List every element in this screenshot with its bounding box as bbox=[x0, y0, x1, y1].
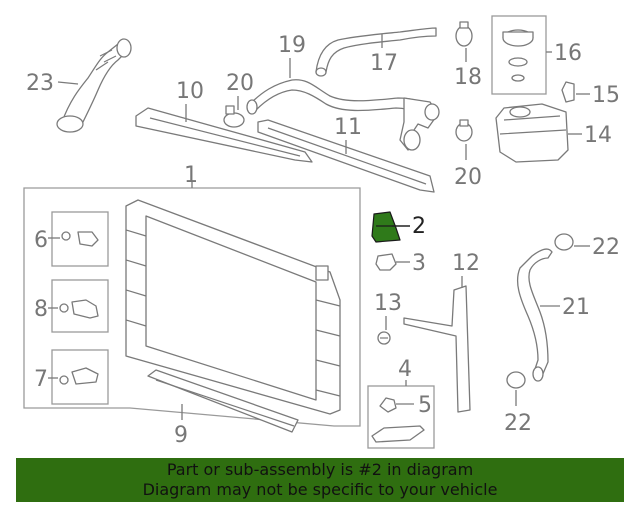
highlighted-part-2 bbox=[371, 211, 401, 243]
reservoir-cap bbox=[502, 29, 534, 82]
mount-bracket-4 bbox=[371, 425, 425, 443]
callout-11: 11 bbox=[334, 115, 362, 140]
callout-20-right: 20 bbox=[454, 165, 482, 190]
parts-diagram: 23 10 20 19 17 18 16 bbox=[23, 15, 620, 449]
air-baffle-11 bbox=[257, 119, 435, 193]
fastener-13 bbox=[377, 331, 391, 345]
leader-23 bbox=[57, 81, 79, 85]
upper-radiator-hose bbox=[56, 38, 132, 133]
callout-18: 18 bbox=[454, 65, 482, 90]
callout-10: 10 bbox=[176, 79, 204, 104]
callout-7: 7 bbox=[34, 367, 48, 392]
banner-line-2: Diagram may not be specific to your vehi… bbox=[142, 480, 498, 499]
grommet-3 bbox=[375, 253, 397, 271]
fitting-7 bbox=[59, 367, 99, 385]
notice-banner: Part or sub-assembly is #2 in diagram Di… bbox=[16, 458, 624, 502]
callout-2: 2 bbox=[412, 214, 426, 239]
hose-clamp-left bbox=[223, 105, 245, 128]
coolant-hose-19 bbox=[246, 79, 440, 151]
cap-box bbox=[491, 15, 547, 95]
mount-box bbox=[367, 385, 435, 449]
callout-16: 16 bbox=[554, 41, 582, 66]
mount-5 bbox=[379, 397, 397, 413]
coolant-reservoir bbox=[495, 103, 569, 163]
clip-15 bbox=[561, 81, 575, 103]
air-baffle-upper bbox=[135, 107, 313, 163]
drain-plug-6 bbox=[61, 231, 99, 247]
box-7 bbox=[51, 349, 109, 405]
hose-clamp-22-upper bbox=[554, 233, 574, 251]
callout-5: 5 bbox=[418, 393, 432, 418]
callout-22-upper: 22 bbox=[592, 235, 620, 260]
callout-23: 23 bbox=[26, 71, 54, 96]
radiator-box bbox=[23, 187, 361, 427]
hose-clamp-right bbox=[455, 119, 473, 142]
hose-clamp-22-lower bbox=[506, 371, 526, 389]
box-8 bbox=[51, 279, 109, 333]
fitting-8 bbox=[59, 299, 99, 319]
lower-radiator-hose bbox=[516, 248, 553, 382]
callout-6: 6 bbox=[34, 228, 48, 253]
callout-4: 4 bbox=[398, 357, 412, 382]
hose-clamp-18 bbox=[455, 21, 473, 47]
bracket-12 bbox=[403, 285, 471, 413]
callout-3: 3 bbox=[412, 251, 426, 276]
callout-12: 12 bbox=[452, 251, 480, 276]
callout-17: 17 bbox=[370, 51, 398, 76]
callout-15: 15 bbox=[592, 83, 620, 108]
radiator bbox=[125, 199, 341, 415]
callout-14: 14 bbox=[584, 123, 612, 148]
box-6 bbox=[51, 211, 109, 267]
callout-13: 13 bbox=[374, 291, 402, 316]
banner-line-1: Part or sub-assembly is #2 in diagram bbox=[166, 460, 474, 479]
callout-8: 8 bbox=[34, 297, 48, 322]
callout-19: 19 bbox=[278, 33, 306, 58]
callout-1: 1 bbox=[184, 163, 198, 188]
callout-20-left: 20 bbox=[226, 71, 254, 96]
lower-seal-9 bbox=[147, 369, 299, 433]
callout-22-lower: 22 bbox=[504, 411, 532, 436]
callout-21: 21 bbox=[562, 295, 590, 320]
callout-9: 9 bbox=[174, 423, 188, 448]
overflow-hose bbox=[315, 27, 437, 77]
